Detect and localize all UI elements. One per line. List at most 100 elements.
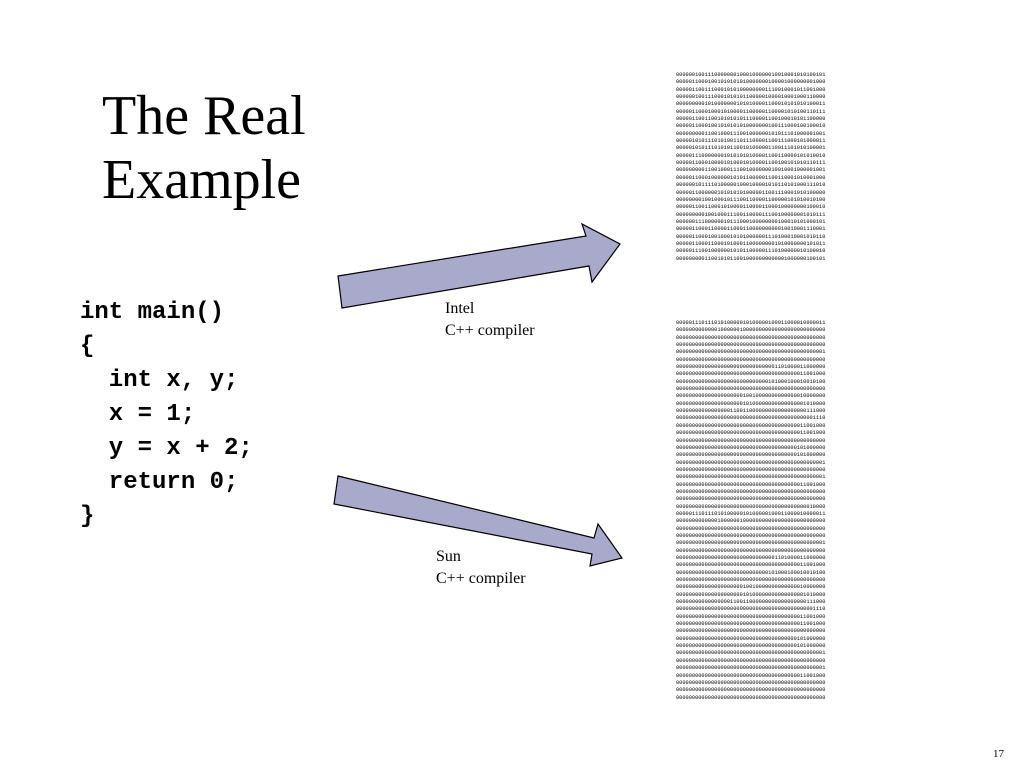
compiler-name: C++ compiler: [436, 570, 526, 587]
binary-line: 0000000000000000000000000000000000000000…: [676, 687, 826, 694]
slide-title-line: Example: [102, 149, 302, 211]
binary-line: 0000001110000001011100010000000010001010…: [676, 218, 826, 225]
intel-binary-output: 0000001001110000000100010000001001000101…: [676, 72, 825, 263]
compiler-vendor: Intel: [445, 300, 475, 317]
binary-line: 0000011000100101010101000000010000100000…: [676, 79, 826, 86]
binary-line: 0000000000000000000000000000000000000000…: [676, 488, 826, 495]
binary-line: 0000011000110001010001100000000101000000…: [676, 240, 826, 247]
code-line: {: [80, 333, 95, 360]
compiler-name: C++ compiler: [445, 322, 535, 339]
binary-line: 0000000000000000000000000000000000000000…: [676, 679, 826, 686]
binary-line: 0000000000000000000000000000000000000000…: [676, 532, 826, 539]
binary-line: 0000000000000000000000000000000000000001…: [676, 621, 826, 628]
code-line: x = 1;: [80, 401, 196, 428]
binary-line: 0000000000000100000010000000000000000000…: [676, 518, 826, 525]
binary-line: 0000000000000000000000000000000000000001…: [676, 613, 826, 620]
binary-line: 0000011001110001010100000000111001000101…: [676, 86, 826, 93]
binary-line: 0000011101110101000001010000010001100001…: [676, 510, 826, 517]
binary-line: 0000000000000000000000000000000000000010…: [676, 635, 826, 642]
page-number: 17: [993, 748, 1004, 760]
binary-line: 0000000000000000000000000000000000000000…: [676, 459, 826, 466]
binary-line: 0000000000000000000000000000000000000000…: [676, 540, 826, 547]
binary-line: 0000011101110101000001010000010001100001…: [676, 320, 826, 326]
binary-line: 0000000000000000000000000000000000000000…: [676, 474, 826, 481]
binary-line: 0000000000000000000000000000000000000000…: [676, 547, 826, 554]
binary-line: 0000000000000000000000000000000110100001…: [676, 555, 826, 561]
binary-line: 0000000000000000000001010000000000000000…: [676, 400, 826, 407]
binary-line: 0000000000000000000000000000000000000001…: [676, 562, 826, 569]
code-line: int main(): [80, 299, 225, 326]
intel-compile-arrow: [337, 222, 621, 309]
binary-line: 0000011100000001010101010000110011000010…: [676, 152, 826, 159]
binary-line: 0000000000000000000000000000000000000000…: [676, 628, 826, 635]
binary-line: 0000000001100100011100100000010101110100…: [676, 130, 826, 137]
binary-line: 0000000001001000111001100001110010000000…: [676, 211, 826, 218]
code-line: return 0;: [80, 469, 239, 496]
binary-line: 0000000000000000000000000000000000000000…: [676, 496, 826, 503]
binary-line: 0000000000000000000000000000000000000000…: [676, 334, 826, 341]
binary-line: 0000011000110000110001100000000001001000…: [676, 226, 826, 233]
binary-line: 0000000000000000000000000000000000000010…: [676, 452, 826, 459]
compiler-vendor: Sun: [436, 548, 461, 565]
sun-compile-arrow: [333, 475, 623, 567]
sun-binary-output: 0000011101110101000001010000010001100001…: [676, 320, 825, 702]
binary-line: 0000000000000000000000000000000000000001…: [676, 371, 826, 378]
binary-line: 0000000000000000000000000000010100010001…: [676, 378, 826, 385]
binary-line: 0000000001100100011100100000001001000100…: [676, 167, 826, 174]
binary-line: 0000000000000000011001100000000000000000…: [676, 599, 826, 606]
slide-title-line: The Real: [102, 85, 306, 147]
binary-line: 0000000000000000000000000000000000000000…: [676, 657, 826, 664]
binary-line: 0000000000000000000000000000000000000000…: [676, 342, 826, 349]
binary-line: 0000000000000100000010000000000000000000…: [676, 327, 826, 334]
binary-line: 0000011000100000010101100000110011000101…: [676, 174, 826, 181]
binary-line: 0000011000100101010101000000010011100010…: [676, 123, 826, 130]
binary-line: 0000000000000000000001001000000000000001…: [676, 584, 826, 591]
binary-line: 0000000000000000000000000000000000000000…: [676, 415, 826, 422]
binary-line: 0000000001010000000101010000110001010101…: [676, 101, 826, 108]
binary-line: 0000011001100010100001100001100010000000…: [676, 204, 826, 211]
binary-line: 0000011001100101010101110000110010001010…: [676, 116, 826, 123]
binary-line: 0000000000000000000000000000000000000010…: [676, 444, 826, 451]
binary-line: 0000000000000000000000000000000000000000…: [676, 356, 826, 363]
binary-line: 0000000000000000000000000000000000000010…: [676, 643, 826, 650]
code-line: }: [80, 503, 95, 530]
binary-line: 0000000010010001011100110000110000010101…: [676, 196, 826, 203]
binary-line: 0000001011110100000100010000101011010100…: [676, 182, 826, 189]
binary-line: 0000000000000000000000000000000000000000…: [676, 606, 826, 613]
binary-line: 0000000000000000000000000000000000000000…: [676, 694, 826, 701]
binary-line: 0000000000000000000000000000000000000000…: [676, 503, 826, 510]
binary-line: 0000000000000000000000000000000000000000…: [676, 650, 826, 657]
intel-arrow-shape: [337, 222, 621, 309]
binary-line: 0000000000000000000000000000000000000000…: [676, 525, 826, 532]
slide-title: The Real Example: [102, 84, 306, 212]
binary-line: 0000000000000000000001010000000000000000…: [676, 591, 826, 598]
binary-line: 0000001001110001010101100000100001000100…: [676, 94, 826, 101]
sun-compiler-label: Sun C++ compiler: [436, 546, 526, 590]
binary-line: 0000000000000000000000000000000000000001…: [676, 481, 826, 488]
binary-line: 0000000000000000000000000000000000000001…: [676, 672, 826, 679]
binary-line: 0000011100100000010101100000111010000001…: [676, 248, 826, 255]
binary-line: 0000000000000000000000000000010100010001…: [676, 569, 826, 576]
binary-line: 0000000000000000000000000000000000000000…: [676, 349, 826, 356]
binary-line: 0000000000000000000000000000000110100001…: [676, 364, 826, 371]
binary-line: 0000000000000000000001001000000000000001…: [676, 393, 826, 400]
binary-line: 0000000000000000000000000000000000000000…: [676, 466, 826, 473]
code-line: int x, y;: [80, 367, 239, 394]
intel-compiler-label: Intel C++ compiler: [445, 298, 535, 342]
binary-line: 0000011000100100010101000000111010001000…: [676, 233, 826, 240]
binary-line: 0000011000100010100001100000110000101010…: [676, 108, 826, 115]
binary-line: 0000010101110101011001010000011001110101…: [676, 145, 826, 152]
binary-line: 0000000000000000011001100000000000000000…: [676, 408, 826, 415]
binary-line: 0000000000000000000000000000000000000000…: [676, 437, 826, 444]
binary-line: 0000000001100101011001000000000000100000…: [676, 255, 826, 262]
sun-arrow-shape: [333, 475, 623, 567]
binary-line: 0000000000000000000000000000000000000001…: [676, 430, 826, 437]
binary-line: 0000000000000000000000000000000000000001…: [676, 422, 826, 429]
binary-line: 0000011000000101010101000001100111000101…: [676, 189, 826, 196]
binary-line: 0000000000000000000000000000000000000000…: [676, 386, 826, 393]
binary-line: 0000010101110101001101110000110011100010…: [676, 138, 826, 145]
binary-line: 0000000000000000000000000000000000000000…: [676, 665, 826, 672]
binary-line: 0000011000100001010001010000110010010101…: [676, 160, 826, 167]
binary-line: 0000000000000000000000000000000000000000…: [676, 577, 826, 584]
code-line: y = x + 2;: [80, 435, 253, 462]
